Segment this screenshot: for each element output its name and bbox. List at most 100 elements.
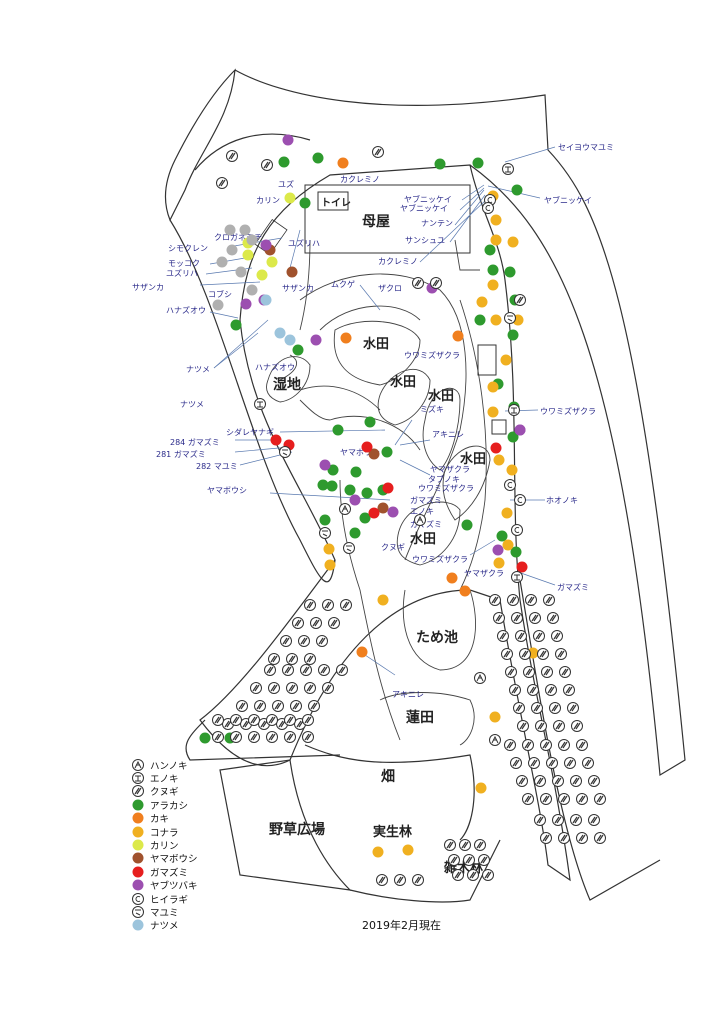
tree-marker-green bbox=[292, 344, 304, 356]
tree-marker-lime bbox=[242, 249, 254, 261]
mayumi-icon bbox=[504, 312, 516, 324]
kunugi-icon bbox=[371, 145, 385, 159]
kunugi-icon bbox=[335, 663, 349, 677]
shed bbox=[477, 344, 497, 376]
kunugi-icon bbox=[339, 598, 353, 612]
label-mukuge: ムクゲ bbox=[331, 279, 355, 289]
area-label-suiden-4: 水田 bbox=[460, 451, 486, 467]
legend-label: エノキ bbox=[150, 774, 179, 786]
kunugi-icon bbox=[297, 634, 311, 648]
tree-markers bbox=[199, 134, 607, 887]
legend-label: カキ bbox=[150, 814, 170, 826]
kunugi-icon bbox=[551, 774, 565, 788]
sawtooth-oak-icon bbox=[132, 785, 144, 798]
kunugi-icon bbox=[521, 792, 535, 806]
label-yamazakura-1: ヤマザクラ bbox=[430, 465, 470, 474]
kunugi-icon bbox=[411, 276, 425, 290]
tree-marker-gold bbox=[372, 846, 384, 858]
tree-marker-gray bbox=[246, 284, 258, 296]
kunugi-icon bbox=[581, 756, 595, 770]
tree-marker-green bbox=[361, 487, 373, 499]
kunugi-icon bbox=[530, 701, 544, 715]
red-dot bbox=[132, 866, 144, 878]
lime-dot bbox=[132, 839, 144, 851]
label-kakuremino-1: カクレミノ bbox=[340, 175, 380, 184]
kunugi-icon bbox=[299, 663, 313, 677]
label-mayumi-282: 282 マユミ bbox=[196, 462, 238, 471]
tree-marker-gold bbox=[500, 354, 512, 366]
label-shimokuren: シモクレン bbox=[168, 244, 208, 253]
kunugi-icon bbox=[253, 699, 267, 713]
tree-marker-brown bbox=[377, 502, 389, 514]
tree-marker-green bbox=[349, 527, 361, 539]
holly-icon bbox=[511, 524, 523, 536]
area-label-hatake: 畑 bbox=[380, 769, 395, 785]
label-nanten: ナンテン bbox=[421, 219, 453, 228]
kunugi-icon bbox=[557, 792, 571, 806]
kunugi-icon bbox=[317, 663, 331, 677]
tree-marker-gold bbox=[507, 236, 519, 248]
legend-label: ガマズミ bbox=[150, 867, 189, 879]
tree-marker-green bbox=[364, 416, 376, 428]
kunugi-icon bbox=[260, 158, 274, 172]
tree-marker-lightblue bbox=[260, 294, 272, 306]
mayumi-icon bbox=[319, 527, 331, 539]
kunugi-icon bbox=[315, 634, 329, 648]
buildings bbox=[254, 184, 507, 435]
tree-marker-green bbox=[484, 244, 496, 256]
hackberry-icon bbox=[132, 772, 144, 785]
toilet-building bbox=[317, 191, 349, 211]
kunugi-icon bbox=[570, 719, 584, 733]
label-karin: カリン bbox=[256, 196, 280, 205]
kunugi-icon bbox=[285, 681, 299, 695]
label-gamazumi-284: 284 ガマズミ bbox=[170, 437, 220, 447]
kunugi-icon bbox=[506, 593, 520, 607]
hannoki-icon bbox=[489, 734, 501, 746]
area-label-tameike: ため池 bbox=[416, 629, 458, 646]
tree-marker-green bbox=[511, 184, 523, 196]
tree-marker-red bbox=[270, 434, 282, 446]
label-kunugi: クヌギ bbox=[381, 543, 405, 552]
label-mokkoku: モッコク bbox=[168, 259, 200, 268]
kunugi-icon bbox=[443, 838, 457, 852]
tree-marker-green bbox=[299, 197, 311, 209]
kunugi-icon bbox=[527, 756, 541, 770]
label-kuroganemochi: クロガネモチ bbox=[214, 232, 262, 242]
tree-marker-green bbox=[496, 530, 508, 542]
label-yuzu: ユズ bbox=[278, 179, 294, 189]
kunugi-icon bbox=[247, 730, 261, 744]
enoki-icon bbox=[508, 404, 520, 416]
main-house bbox=[304, 184, 471, 254]
holly-icon bbox=[504, 479, 516, 491]
tree-marker-green bbox=[504, 266, 516, 278]
tree-marker-gold bbox=[506, 464, 518, 476]
kunugi-icon bbox=[466, 868, 480, 882]
kunugi-icon bbox=[462, 853, 476, 867]
kunugi-icon bbox=[575, 792, 589, 806]
tree-marker-green bbox=[510, 546, 522, 558]
kunugi-icon bbox=[229, 713, 243, 727]
kunugi-icon bbox=[522, 665, 536, 679]
legend-label: カリン bbox=[150, 841, 179, 853]
tree-marker-green bbox=[230, 319, 242, 331]
legend-label: ヤマボウシ bbox=[150, 854, 198, 866]
area-label-miseirin: 実生林 bbox=[373, 824, 412, 840]
kunugi-icon bbox=[488, 593, 502, 607]
enoki-icon bbox=[502, 163, 514, 175]
tree-marker-orange bbox=[452, 330, 464, 342]
kunugi-icon bbox=[309, 616, 323, 630]
label-gamazumi-2: ガマズミ bbox=[410, 519, 442, 529]
tree-marker-green bbox=[344, 484, 356, 496]
kunugi-icon bbox=[283, 730, 297, 744]
enoki-icon bbox=[254, 398, 266, 410]
stair bbox=[254, 218, 288, 256]
tree-marker-lightblue bbox=[274, 327, 286, 339]
tree-marker-gray bbox=[216, 256, 228, 268]
park-paths bbox=[279, 239, 487, 746]
kunugi-icon bbox=[533, 774, 547, 788]
lightblue-dot bbox=[132, 919, 144, 931]
tree-marker-green bbox=[474, 314, 486, 326]
label-sanshuyu: サンシュユ bbox=[405, 236, 445, 245]
holly-icon bbox=[132, 892, 144, 905]
kunugi-icon bbox=[496, 629, 510, 643]
